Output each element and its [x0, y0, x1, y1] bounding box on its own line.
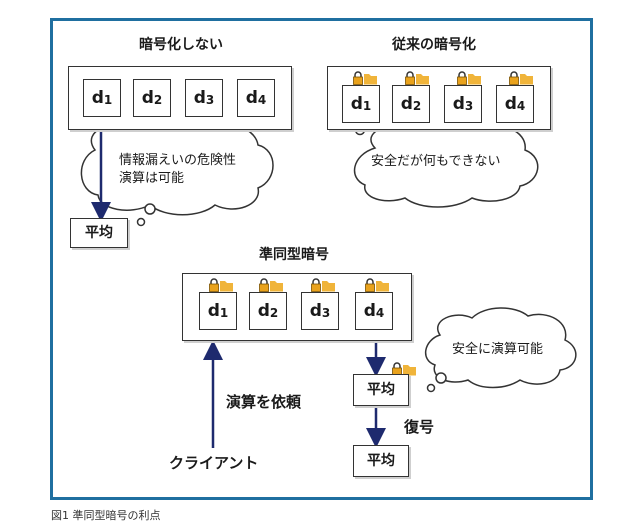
data-item-d4: d4: [237, 79, 275, 117]
title-no-encryption: 暗号化しない: [139, 37, 223, 53]
data-item-d2: d2: [133, 79, 171, 117]
cloud-text-secure-computable: 安全に演算可能: [452, 342, 544, 357]
client-label: クライアント: [169, 454, 259, 472]
lock-folder-icon: [392, 362, 416, 376]
data-item-d4: d4: [496, 85, 534, 123]
data-item-d1: d1: [342, 85, 380, 123]
lock-folder-icon: [353, 71, 377, 85]
figure-caption: 図1 準同型暗号の利点: [51, 509, 161, 522]
lock-folder-icon: [509, 71, 533, 85]
thought-cloud-homomorphic: [425, 307, 577, 393]
average-encrypted: 平均: [353, 374, 409, 406]
average-plain: 平均: [70, 218, 128, 248]
lock-folder-icon: [457, 71, 481, 85]
cloud-text-risk: 情報漏えいの危険性: [119, 153, 237, 168]
decrypt-label: 復号: [404, 418, 435, 436]
average-decrypted: 平均: [353, 445, 409, 477]
data-item-d1: d1: [83, 79, 121, 117]
request-computation-label: 演算を依頼: [226, 393, 302, 411]
data-item-d3: d3: [301, 292, 339, 330]
lock-folder-icon: [405, 71, 429, 85]
lock-folder-icon: [311, 278, 335, 292]
title-conventional: 従来の暗号化: [392, 37, 476, 53]
data-item-d2: d2: [249, 292, 287, 330]
data-item-d3: d3: [185, 79, 223, 117]
data-item-d1: d1: [199, 292, 237, 330]
lock-folder-icon: [209, 278, 233, 292]
cloud-text-computable: 演算は可能: [119, 171, 185, 186]
lock-folder-icon: [259, 278, 283, 292]
data-group-no-encryption: d1 d2 d3 d4: [68, 66, 292, 130]
cloud-text-secure-useless: 安全だが何もできない: [371, 154, 501, 169]
data-item-d2: d2: [392, 85, 430, 123]
title-homomorphic: 準同型暗号: [259, 247, 329, 263]
lock-folder-icon: [365, 278, 389, 292]
data-item-d4: d4: [355, 292, 393, 330]
data-item-d3: d3: [444, 85, 482, 123]
